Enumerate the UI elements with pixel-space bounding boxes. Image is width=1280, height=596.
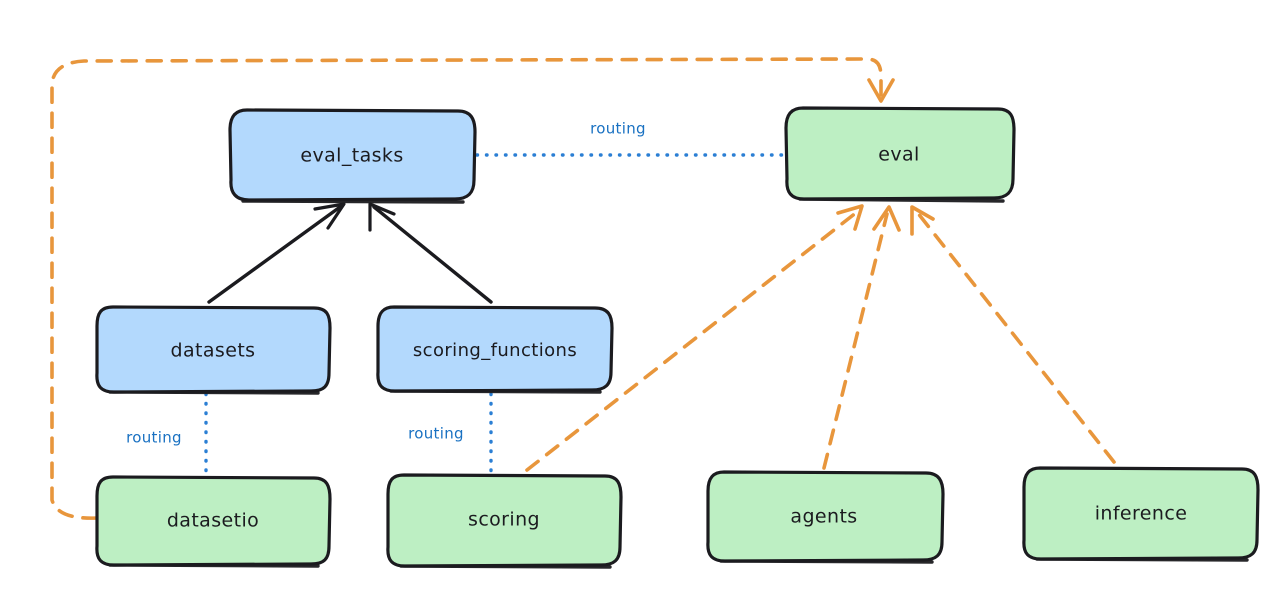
node-label-datasets: datasets <box>171 340 256 362</box>
node-eval[interactable]: eval <box>784 106 1016 203</box>
edge-label-routing-eval: routing <box>590 120 646 138</box>
edge-datasets-to-eval_tasks <box>207 202 346 304</box>
node-label-eval: eval <box>878 144 919 166</box>
edge-agents-to-eval <box>822 205 901 470</box>
node-label-inference: inference <box>1095 503 1188 525</box>
edge-scoring_functions-to-eval_tasks <box>368 202 493 304</box>
node-agents[interactable]: agents <box>706 470 945 564</box>
node-inference[interactable]: inference <box>1022 466 1260 562</box>
node-scoring[interactable]: scoring <box>386 473 623 569</box>
node-datasets[interactable]: datasets <box>95 305 332 395</box>
edge-label-routing-datasetio: routing <box>126 429 182 447</box>
edge-scoring-to-eval <box>525 204 864 472</box>
node-label-scoring: scoring <box>468 509 540 531</box>
node-label-eval-tasks: eval_tasks <box>300 145 403 167</box>
node-label-datasetio: datasetio <box>167 510 259 532</box>
node-label-agents: agents <box>790 506 857 528</box>
node-eval-tasks[interactable]: eval_tasks <box>228 108 477 204</box>
edge-inference-to-eval <box>910 205 1116 464</box>
node-scoring-functions[interactable]: scoring_functions <box>376 305 614 394</box>
node-datasetio[interactable]: datasetio <box>95 475 332 568</box>
edge-datasetio-to-eval <box>50 57 895 520</box>
edge-label-routing-scoring: routing <box>408 425 464 443</box>
node-label-scoring-functions: scoring_functions <box>413 340 577 361</box>
